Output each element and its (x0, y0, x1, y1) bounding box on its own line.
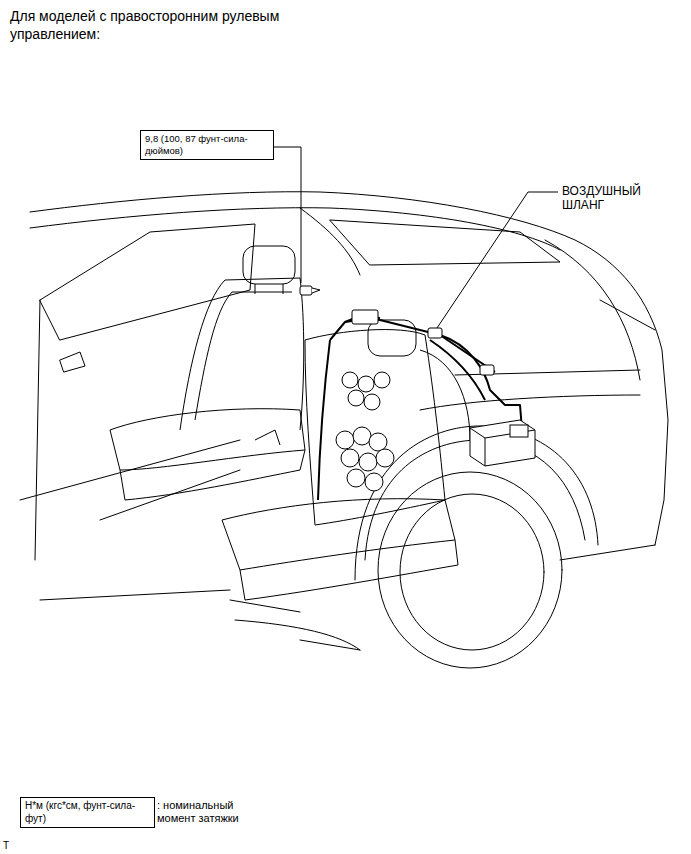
box-text: Н*м (кгс*см, фунт-сила-фут) (25, 800, 150, 825)
rear-seat (222, 320, 470, 600)
front-seat (110, 246, 305, 500)
air-hose (318, 316, 522, 500)
page-title: Для моделей с правосторонним рулевым упр… (10, 7, 340, 43)
pump-unit (470, 420, 535, 466)
figure-mark: T (3, 840, 23, 852)
torque-box: 9,8 (100, 87 фунт-сила-дюймов) (140, 130, 274, 160)
bolt (300, 286, 320, 295)
air-bladders (336, 372, 394, 491)
legend-box: Н*м (кгс*см, фунт-сила-фут) (20, 797, 155, 828)
car-body (20, 192, 668, 668)
hose-connectors (352, 310, 494, 375)
leader-lines (274, 147, 558, 328)
box-text: 9,8 (100, 87 фунт-сила-дюймов) (145, 133, 269, 157)
legend-text: : номинальный момент затяжки (157, 799, 265, 825)
part-label: ВОЗДУШНЫЙ ШЛАНГ (562, 184, 674, 213)
